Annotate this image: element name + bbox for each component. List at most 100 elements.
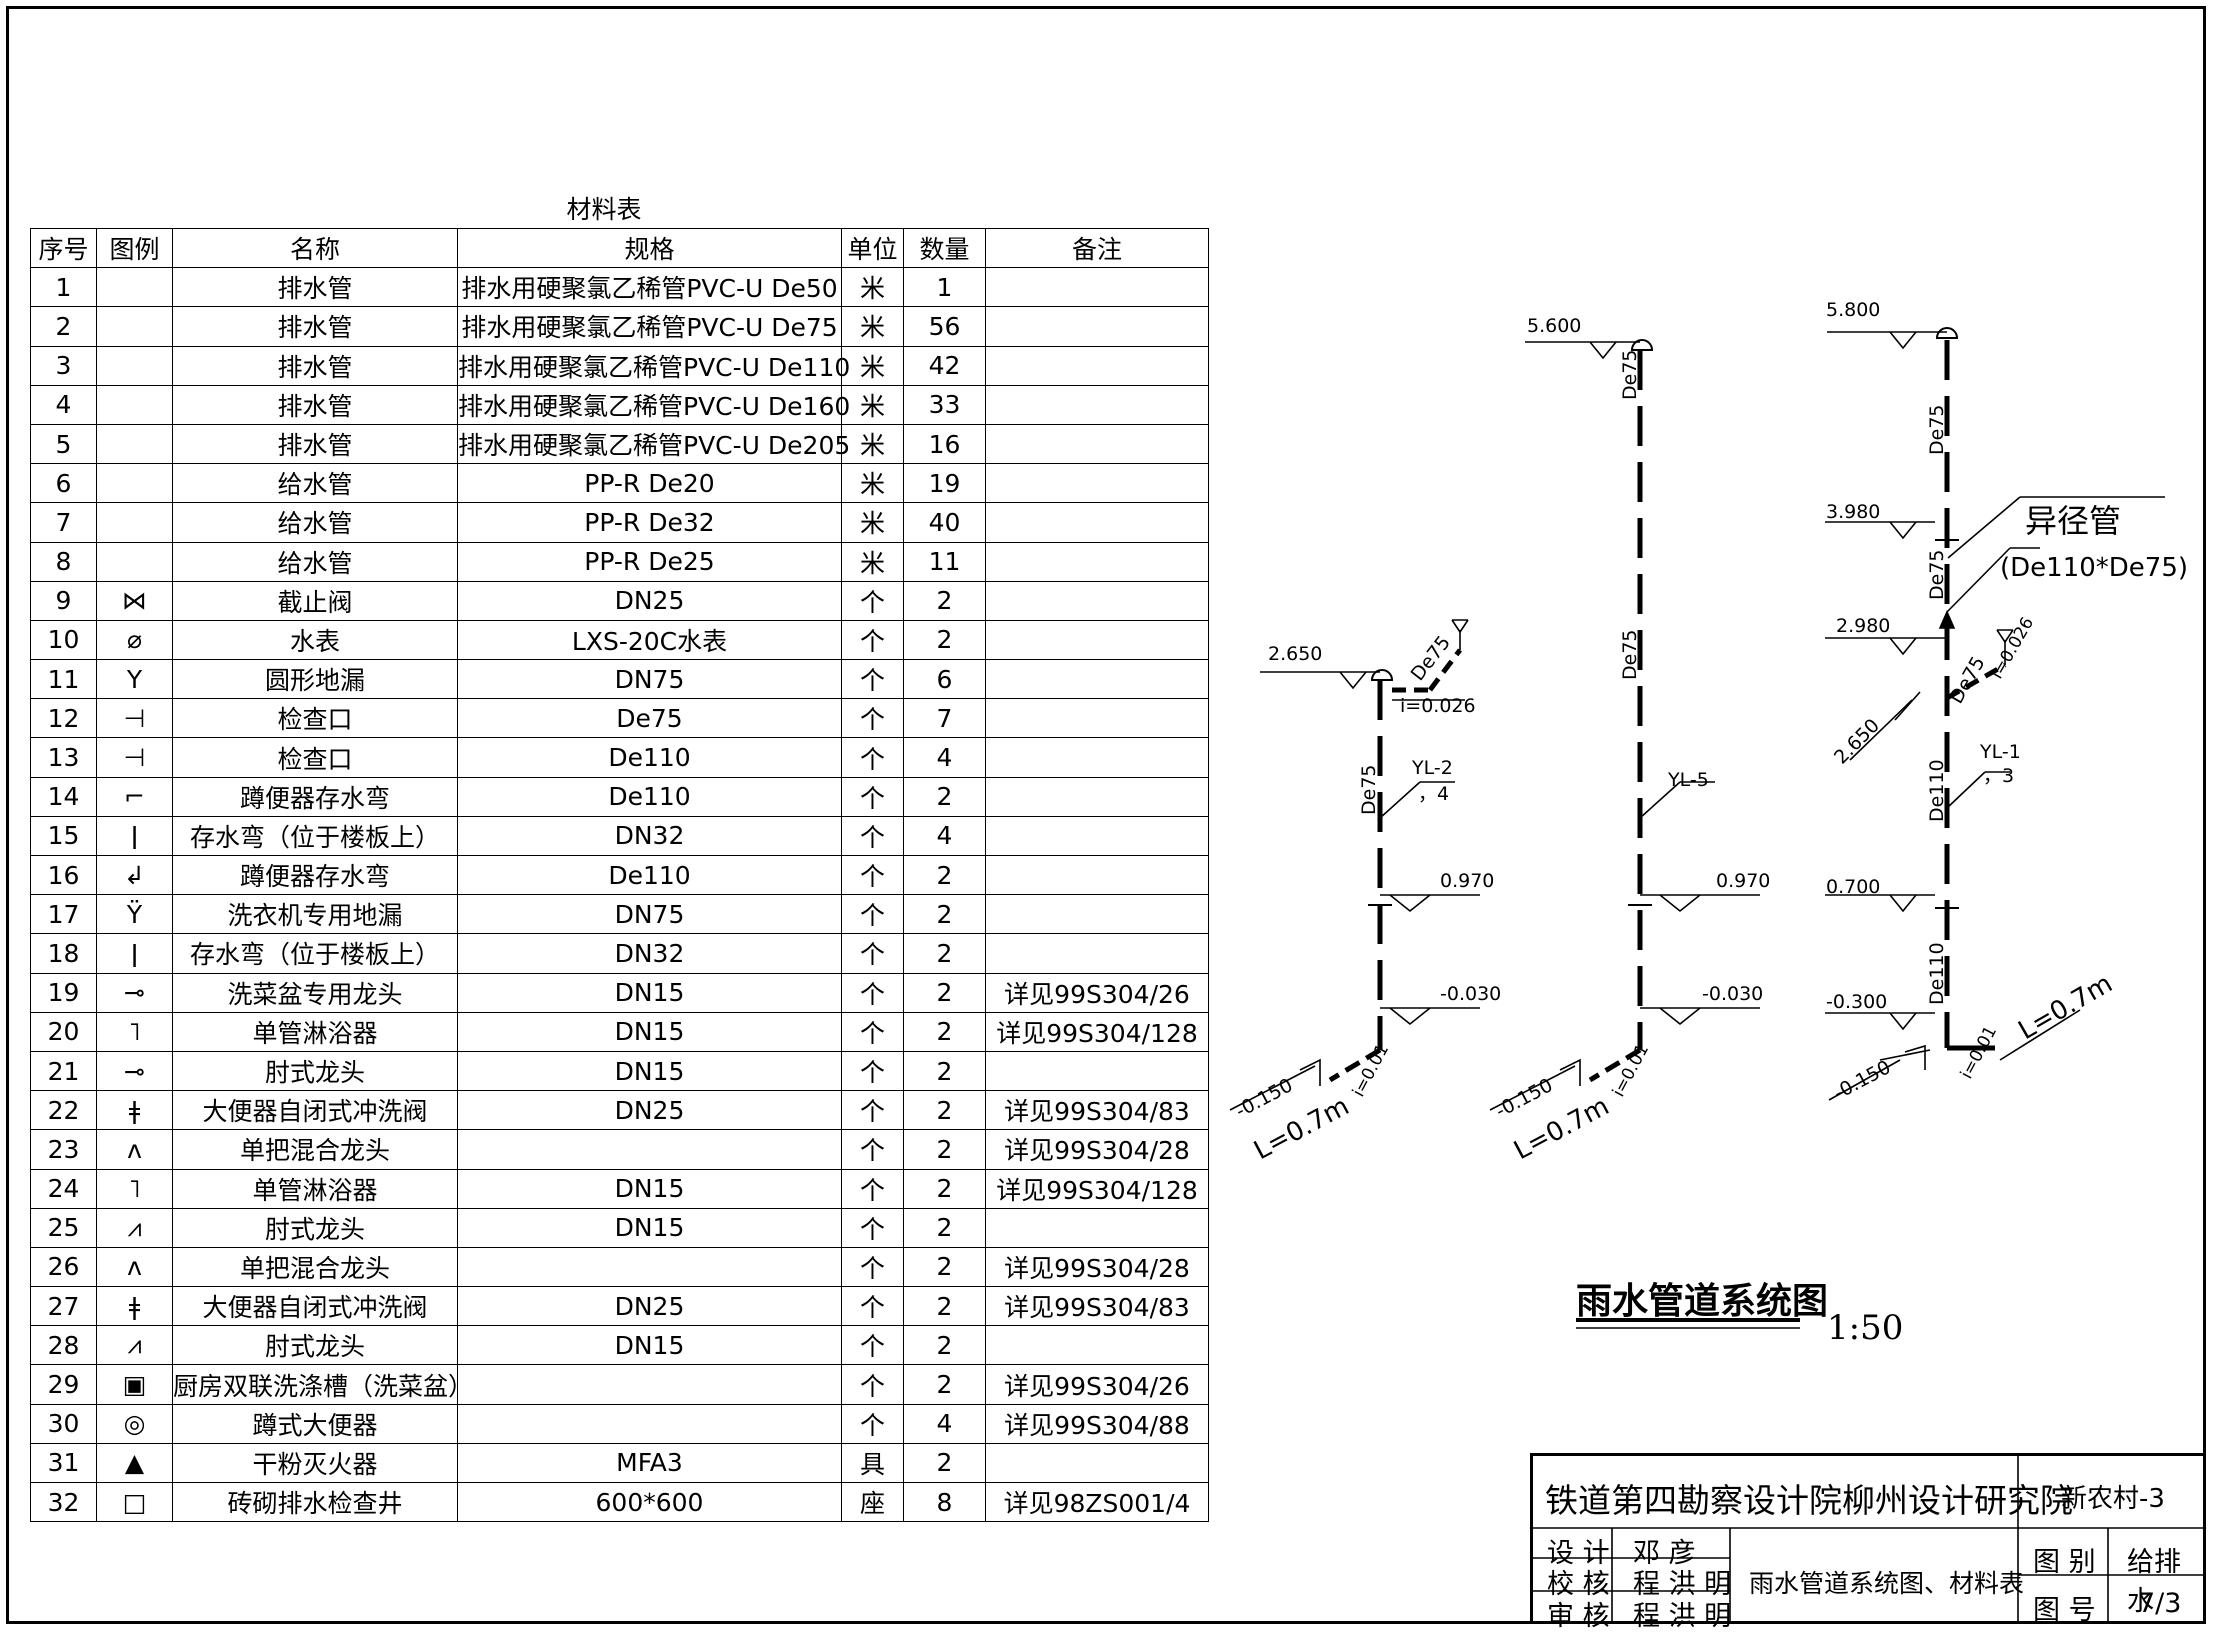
row-note	[985, 1050, 1209, 1092]
row-symbol: Y	[96, 659, 173, 700]
row-symbol: ◎	[96, 1403, 173, 1444]
yl1-slope2: i=0.01	[1957, 1023, 2001, 1083]
row-symbol	[96, 345, 173, 386]
yl1-dia-mid-2: De110	[1926, 942, 1948, 1005]
row-name: 截止阀	[172, 580, 458, 621]
row-name: 给水管	[172, 463, 458, 504]
row-spec: PP-R De32	[457, 502, 842, 543]
yl1-length: L=0.7m	[2014, 969, 2118, 1046]
row-name: 洗菜盆专用龙头	[172, 972, 458, 1013]
row-spec: De110	[457, 776, 842, 817]
material-table-title: 材料表	[566, 195, 642, 224]
row-note: 详见99S304/28	[985, 1129, 1209, 1170]
row-qty: 33	[903, 384, 986, 425]
row-no: 32	[30, 1481, 97, 1523]
row-spec: DN15	[457, 1325, 842, 1366]
row-spec: DN32	[457, 933, 842, 974]
row-name: 存水弯（位于楼板上）	[172, 933, 458, 974]
row-note	[985, 659, 1209, 700]
row-note	[985, 815, 1209, 857]
row-note	[985, 776, 1209, 817]
row-unit: 米	[841, 384, 904, 425]
row-spec: LXS-20C水表	[457, 619, 842, 661]
row-no: 14	[30, 776, 97, 817]
row-note: 详见99S304/28	[985, 1246, 1209, 1288]
title-block-grid	[1530, 1453, 2206, 1624]
project-name: 新农村-3	[2061, 1484, 2165, 1514]
row-qty: 19	[903, 463, 986, 504]
row-name: 排水管	[172, 345, 458, 386]
row-no: 5	[30, 423, 97, 465]
row-spec: DN15	[457, 1207, 842, 1248]
yl1-dia-top: De75	[1926, 405, 1948, 456]
row-note: 详见99S304/83	[985, 1286, 1209, 1327]
row-no: 1	[30, 267, 97, 308]
row-symbol	[96, 423, 173, 465]
yl5-mid-elev: 0.970	[1716, 870, 1770, 892]
diagram-title: 雨水管道系统图	[1576, 1281, 1829, 1322]
header-qty: 数量	[903, 227, 986, 269]
yl2-bottom-elev: -0.150	[1232, 1074, 1296, 1122]
row-note: 详见99S304/128	[985, 1011, 1209, 1052]
row-name: 检查口	[172, 698, 458, 739]
yl1-elev-265: 2.650	[1830, 715, 1884, 769]
row-qty: 2	[903, 1246, 986, 1288]
yl2-slope2: i=0.01	[1349, 1041, 1393, 1101]
row-name: 单把混合龙头	[172, 1246, 458, 1288]
row-spec: DN15	[457, 972, 842, 1013]
row-spec	[457, 1246, 842, 1288]
yl2-dia: De75	[1358, 765, 1380, 816]
row-no: 27	[30, 1286, 97, 1327]
row-no: 25	[30, 1207, 97, 1248]
row-no: 22	[30, 1090, 97, 1131]
yl2-branch-dia: De75	[1407, 632, 1455, 685]
row-note	[985, 1442, 1209, 1484]
row-note: 详见99S304/128	[985, 1168, 1209, 1209]
row-symbol: ⩘	[96, 1325, 173, 1366]
row-name: 洗衣机专用地漏	[172, 894, 458, 935]
row-spec: MFA3	[457, 1442, 842, 1484]
row-spec: DN75	[457, 659, 842, 700]
row-unit: 米	[841, 463, 904, 504]
row-symbol: ˥	[96, 1168, 173, 1209]
yl2-mid-elev: 0.970	[1440, 870, 1494, 892]
yl2-sub: ，4	[1418, 783, 1449, 805]
row-note: 详见99S304/26	[985, 1364, 1209, 1405]
row-qty: 40	[903, 502, 986, 543]
row-symbol	[96, 384, 173, 425]
row-symbol	[96, 306, 173, 347]
review-name: 程 洪 明	[1633, 1601, 1732, 1632]
row-symbol: ⊣	[96, 737, 173, 778]
row-note: 详见99S304/83	[985, 1090, 1209, 1131]
yl1-dia-top-2: De75	[1926, 550, 1948, 601]
row-unit: 米	[841, 502, 904, 543]
row-symbol: ↲	[96, 854, 173, 896]
design-label: 设 计	[1547, 1538, 1610, 1569]
yl5-top-elev: 5.600	[1527, 315, 1581, 337]
row-name: 肘式龙头	[172, 1050, 458, 1092]
row-spec: DN15	[457, 1168, 842, 1209]
review-label: 审 核	[1547, 1601, 1610, 1632]
row-name: 检查口	[172, 737, 458, 778]
row-qty: 2	[903, 1442, 986, 1484]
row-unit: 米	[841, 306, 904, 347]
row-name: 圆形地漏	[172, 659, 458, 700]
row-symbol: ⋈	[96, 580, 173, 621]
row-name: 单管淋浴器	[172, 1011, 458, 1052]
header-spec: 规格	[457, 227, 842, 269]
row-no: 15	[30, 815, 97, 857]
row-unit: 个	[841, 933, 904, 974]
row-no: 17	[30, 894, 97, 935]
row-symbol	[96, 502, 173, 543]
row-symbol: ʌ	[96, 1129, 173, 1170]
diagram-scale: 1:50	[1827, 1308, 1904, 1348]
